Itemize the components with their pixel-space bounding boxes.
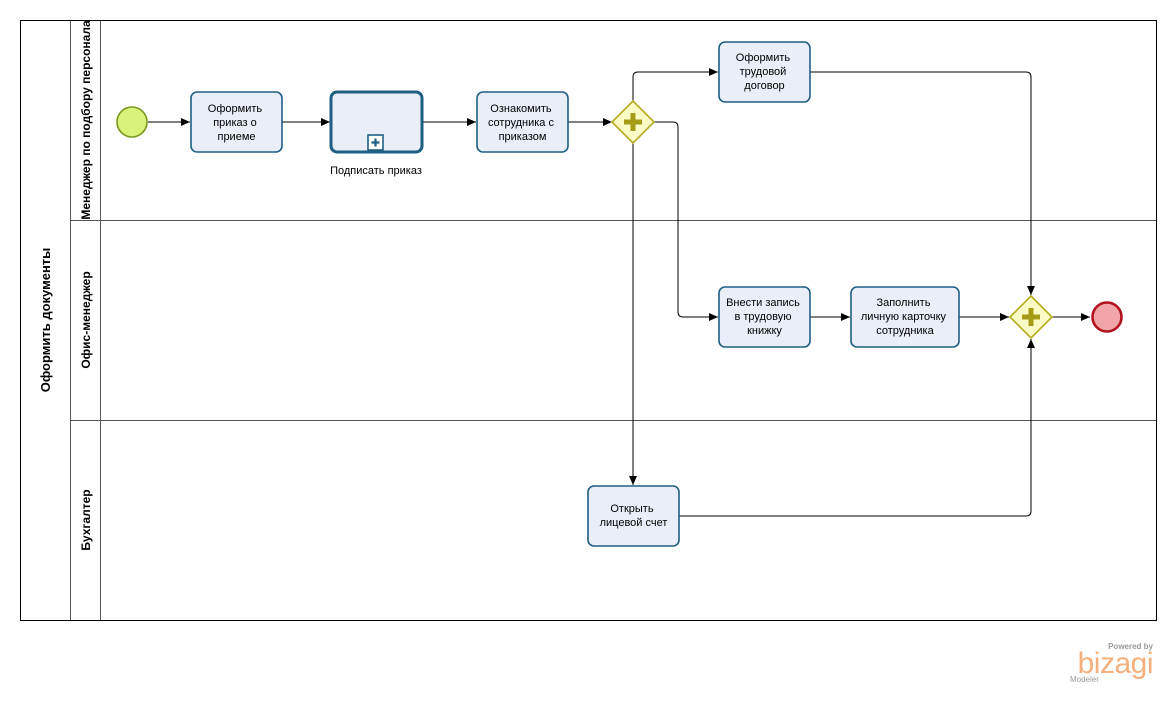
svg-text:Ознакомить сотрудника с: Ознакомить сотрудника с приказом — [488, 103, 557, 143]
svg-text:Оформить трудовой: Оформить трудовой договор — [736, 52, 793, 92]
task-account-line-1: Открыть — [610, 503, 653, 515]
svg-text:Открыть лицевой счет: Открыть лицевой счет — [600, 503, 668, 529]
lane-title-recruiter: Менеджер по подбору персонала — [79, 20, 93, 220]
svg-text:Внести запись в трудовую: Внести запись в трудовую книжку — [726, 297, 803, 337]
pool: Оформить документы Менеджер по подбору п… — [20, 20, 1157, 621]
task-workbook-box[interactable] — [718, 286, 811, 348]
task-card-line-3: сотрудника — [876, 325, 934, 337]
parallel-gateway-split[interactable] — [610, 99, 656, 145]
subprocess-sign[interactable]: Подписать приказ — [329, 90, 424, 177]
start-event[interactable] — [116, 106, 148, 138]
task-familiarize-line-2: сотрудника с — [488, 117, 555, 129]
svg-text:Оформить приказ о: Оформить приказ о приеме — [208, 103, 265, 143]
watermark-product: Modeler — [1070, 675, 1099, 684]
task-order-box[interactable] — [190, 91, 283, 153]
task-familiarize[interactable]: Ознакомить сотрудника с приказом — [476, 91, 569, 153]
watermark-powered: Powered by — [1108, 642, 1153, 651]
task-contract-line-3: договор — [744, 80, 784, 92]
task-account-box[interactable] — [587, 485, 680, 547]
task-workbook-line-3: книжку — [747, 325, 782, 337]
task-familiarize-line-1: Ознакомить — [490, 103, 552, 115]
task-workbook[interactable]: Внести запись в трудовую книжку — [718, 286, 811, 348]
flow-contract-to-join[interactable] — [810, 71, 1035, 295]
task-familiarize-box[interactable] — [476, 91, 569, 153]
bizagi-logo: bizagi — [1078, 647, 1153, 680]
subprocess-sign-box[interactable] — [329, 90, 424, 154]
plus-icon — [1022, 308, 1040, 326]
parallel-gateway-join[interactable] — [1008, 294, 1054, 340]
pool-border — [20, 20, 1157, 621]
flow-split-to-workbook[interactable] — [654, 121, 718, 321]
lane-title-accountant: Бухгалтер — [79, 489, 93, 550]
task-card[interactable]: Заполнить личную карточку сотрудника — [850, 286, 960, 348]
task-account-line-2: лицевой счет — [600, 517, 668, 529]
task-workbook-line-2: в трудовую — [734, 311, 791, 323]
task-contract-line-2: трудовой — [740, 66, 787, 78]
task-card-line-2: личную карточку — [861, 311, 947, 323]
pool-title: Оформить документы — [38, 248, 53, 393]
lane-title-office-manager: Офис-менеджер — [79, 271, 93, 368]
end-event[interactable] — [1091, 301, 1123, 333]
task-card-line-1: Заполнить — [876, 297, 930, 309]
task-contract-box[interactable] — [718, 41, 811, 103]
sequence-flows — [148, 68, 1090, 517]
flow-account-to-join[interactable] — [679, 339, 1035, 517]
task-familiarize-line-3: приказом — [499, 131, 547, 143]
flow-split-to-contract[interactable] — [632, 68, 718, 101]
task-account[interactable]: Открыть лицевой счет — [587, 485, 680, 547]
bizagi-watermark: Powered by bizagi Modeler — [1070, 642, 1154, 684]
task-contract[interactable]: Оформить трудовой договор — [718, 41, 811, 103]
task-card-box[interactable] — [850, 286, 960, 348]
task-order-line-3: приеме — [217, 131, 255, 143]
task-order-line-2: приказ о — [213, 117, 256, 129]
task-order-line-1: Оформить — [208, 103, 263, 115]
plus-icon — [624, 113, 642, 131]
task-workbook-line-1: Внести запись — [726, 297, 800, 309]
svg-text:Заполнить личную карточк: Заполнить личную карточку сотрудника — [861, 297, 949, 337]
plus-icon — [371, 138, 380, 147]
subprocess-sign-label: Подписать приказ — [330, 165, 422, 177]
task-order[interactable]: Оформить приказ о приеме — [190, 91, 283, 153]
task-contract-line-1: Оформить — [736, 52, 791, 64]
